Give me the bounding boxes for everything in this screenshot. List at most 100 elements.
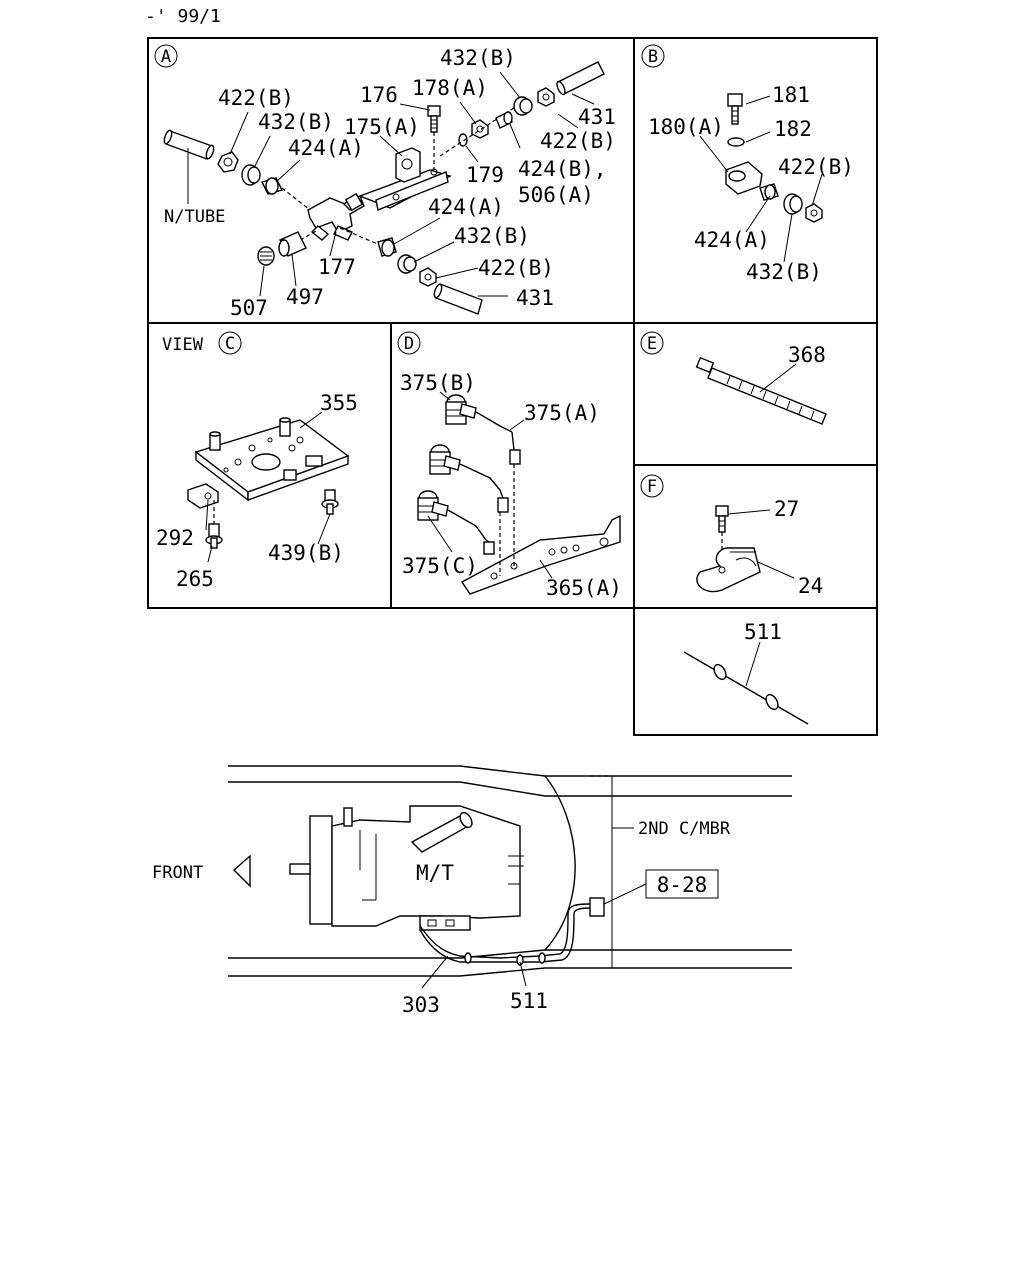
cross-connector-177 [307,192,365,241]
nut-178a [471,119,489,139]
label-182: 182 [774,117,812,141]
panel-e: E 368 [640,331,827,425]
reference-box-8-28 [645,869,719,899]
label-355: 355 [320,391,358,415]
bolt-265 [205,523,223,549]
tube-431-upper [556,61,605,96]
eye-fitting-180a [725,161,763,195]
label-292: 292 [156,526,194,550]
chassis-overview: M/T FRONT 2ND C/MBR 8-28 303 511 [152,765,792,1017]
panel-a-leaders [187,71,595,297]
bracket-365a [460,514,621,595]
nut-422b-b [805,203,823,223]
plug-507 [257,246,275,266]
mounting-plate-355 [194,417,350,502]
insert-424a-lower [377,237,397,257]
label-424a-b: 424(A) [694,228,770,252]
switch-375b [445,394,513,433]
label-375b: 375(B) [400,371,476,395]
label-181: 181 [772,83,810,107]
label-422b-a3: 422(B) [478,256,554,280]
label-422b-a2: 422(B) [540,129,616,153]
panel-c: VIEW C [156,331,358,591]
panel-d-letter: D [404,334,414,354]
panel-frames [147,37,878,736]
label-497: 497 [286,285,324,309]
label-432b-a2: 432(B) [440,46,516,70]
label-178a: 178(A) [412,76,488,100]
panel-d: D [397,331,622,600]
tube-431-lower [433,283,483,315]
label-511-bottom: 511 [510,989,548,1013]
label-175a: 175(A) [344,115,420,139]
insert-424a-b [759,183,779,201]
front-arrow-icon [232,854,251,888]
connector-d1 [509,449,521,465]
bolt-27 [715,505,729,533]
label-27: 27 [774,497,799,521]
label-511-panel: 511 [744,620,782,644]
label-176: 176 [360,83,398,107]
label-179: 179 [466,163,504,187]
connector-d2 [497,497,509,513]
transmission-mt: M/T [289,805,524,931]
label-431-a2: 431 [516,286,554,310]
label-431-a1: 431 [578,105,616,129]
label-375c: 375(C) [402,554,478,578]
label-n-tube: N/TUBE [164,207,225,227]
label-2nd-cross-member: 2ND C/MBR [638,819,731,839]
label-24: 24 [798,574,823,598]
panel-e-letter: E [647,334,657,354]
panel-hose-511: 511 [683,620,809,725]
label-180a: 180(A) [648,115,724,139]
label-front: FRONT [152,863,203,883]
label-177: 177 [318,255,356,279]
switch-375c [417,490,487,541]
panel-b: B 181 180(A) 182 42 [641,44,854,284]
date-header: -' 99/1 [145,6,221,27]
bolt-181 [727,93,743,125]
sleeve-432b-lower [397,254,417,274]
sleeve-432b-upper [513,96,533,116]
insert-424a-left [260,177,284,195]
label-375a: 375(A) [524,401,600,425]
label-432b-a3: 432(B) [454,224,530,248]
label-507: 507 [230,296,268,320]
nut-422b-upper [537,87,555,107]
label-368: 368 [788,343,826,367]
insert-424b [495,111,513,129]
pipe-497 [278,231,307,257]
panel-a: A [154,44,616,320]
label-265: 265 [176,567,214,591]
panel-c-letter: C [225,334,235,354]
sleeve-432b-left [241,164,261,186]
bolt-439b [321,489,339,515]
washer-179 [458,133,468,147]
panel-b-letter: B [648,47,658,67]
panel-a-letter: A [161,47,171,67]
switch-375a [429,444,501,491]
label-ref-8-28: 8-28 [657,873,708,897]
cable-tie-368 [695,356,827,425]
connector-d3 [483,541,495,555]
label-424a-a2: 424(A) [428,195,504,219]
n-tube-upper [163,129,215,160]
label-506a: 506(A) [518,183,594,207]
washer-182 [727,137,745,147]
label-424a-a1: 424(A) [288,136,364,160]
label-422b-b: 422(B) [778,155,854,179]
sleeve-432b-b [783,193,803,215]
nut-422b-left [217,151,239,173]
panel-f-letter: F [647,477,657,497]
clip-24 [696,547,761,593]
label-mt: M/T [416,861,454,885]
label-422b-a1: 422(B) [218,86,294,110]
nut-422b-lower [419,267,437,287]
bracket-292 [187,483,219,509]
panel-c-view-word: VIEW [162,335,204,355]
label-365a: 365(A) [546,576,622,600]
label-432b-b: 432(B) [746,260,822,284]
label-303: 303 [402,993,440,1017]
